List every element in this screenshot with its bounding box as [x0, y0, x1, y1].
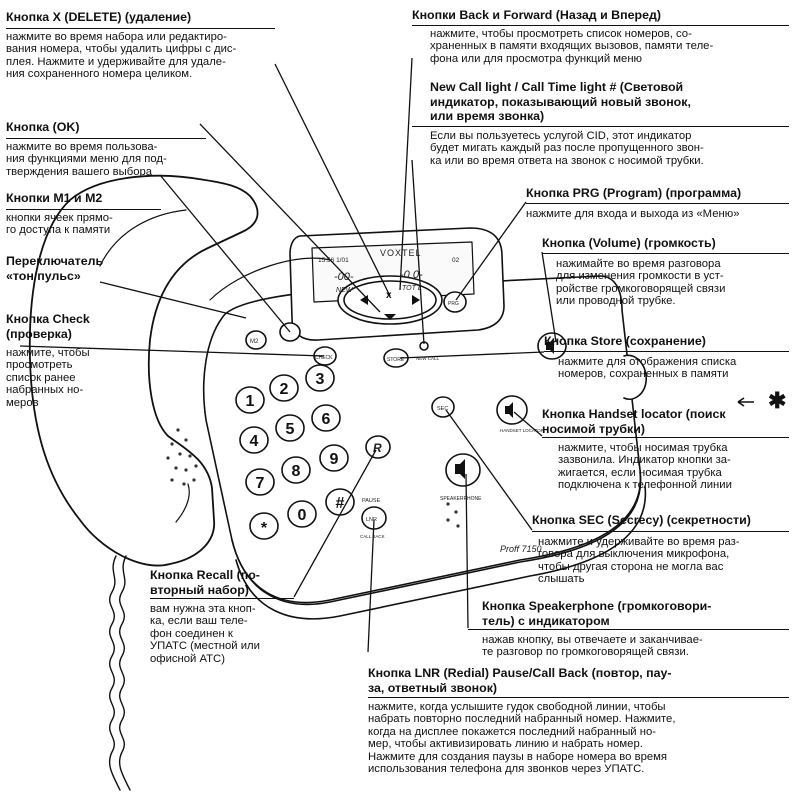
key-8: 8	[292, 463, 301, 480]
prg-title: Кнопка PRG (Program) (программа)	[526, 186, 741, 201]
lnr-label: LNR	[366, 517, 377, 523]
newcall-title: New Call light / Call Time light # (Свет…	[430, 80, 790, 124]
tone-title: Переключатель«тон/пульс»	[6, 254, 206, 283]
delete-rule	[6, 28, 275, 29]
speakerphone-label: SPEAKERPHONE	[440, 496, 482, 502]
key-1: 1	[246, 393, 255, 410]
recall-rule	[150, 598, 294, 599]
backfwd-desc: нажмите, чтобы просмотреть список номеро…	[430, 28, 790, 65]
newcall-desc: Если вы пользуетесь услугой CID, этот ин…	[430, 130, 790, 167]
recall-title: Кнопка Recall (по-вторный набор)	[150, 568, 310, 597]
sec-title: Кнопка SEC (Secrecy) (секретности)	[532, 513, 751, 528]
ok-rule	[6, 138, 206, 139]
key-7: 7	[256, 475, 265, 492]
key-2: 2	[280, 381, 289, 398]
m1m2-title: Кнопки M1 и M2	[6, 191, 102, 206]
key-3: 3	[316, 371, 325, 388]
key-9: 9	[330, 451, 339, 468]
lnr-rule	[368, 697, 789, 698]
key-0: 0	[298, 507, 307, 524]
speaker-title: Кнопка Speakerphone (громкоговори-тель) …	[482, 599, 792, 628]
model-label: Proff 7150	[500, 544, 542, 554]
ok-desc: нажмите во время пользова-ния функциями …	[6, 141, 216, 178]
newcall-rule	[412, 126, 789, 127]
display-total: TOT L	[402, 285, 422, 292]
backfwd-title: Кнопки Back и Forward (Назад и Вперед)	[412, 8, 661, 23]
m1m2-desc: кнопки ячеек прямо-го доступа к памяти	[6, 212, 166, 237]
pause-label: PAUSE	[362, 498, 381, 504]
m1m2-rule	[6, 209, 161, 210]
prg-rule	[526, 203, 789, 204]
check-title: Кнопка Check(проверка)	[6, 312, 206, 341]
asterisk-arrow	[738, 398, 754, 406]
callback-label: CALL BACK	[360, 534, 385, 539]
m2-label: M2	[250, 339, 259, 345]
display-02: 02	[452, 257, 460, 264]
recall-desc: вам нужна эта кноп-ка, если ваш теле- фо…	[150, 603, 300, 665]
delete-x-icon: x	[386, 290, 392, 301]
speaker-desc: нажав кнопку, вы отвечаете и заканчивае-…	[482, 634, 792, 659]
delete-title: Кнопка X (DELETE) (удаление)	[6, 10, 191, 25]
prg-desc: нажмите для входа и выхода из «Меню»	[526, 208, 791, 220]
lnr-desc: нажмите, когда услышите гудок свободной …	[368, 701, 792, 775]
key-4: 4	[250, 433, 259, 450]
backfwd-rule	[412, 25, 789, 26]
ok-title: Кнопка (OK)	[6, 120, 79, 135]
lnr-title: Кнопка LNR (Redial) Pause/Call Back (пов…	[368, 666, 792, 695]
key-5: 5	[286, 421, 295, 438]
coiled-cord	[110, 556, 130, 790]
key-6: 6	[322, 411, 331, 428]
speaker-rule	[468, 629, 789, 630]
sec-desc: нажмите и удерживайте во время раз-говор…	[538, 536, 788, 586]
prg-label: PRG	[448, 301, 459, 307]
delete-desc: нажмите во время набора или редактиро-ва…	[6, 31, 286, 81]
volume-title: Кнопка (Volume) (громкость)	[542, 236, 716, 251]
brand-label: VOXTEL	[380, 248, 422, 258]
store-title: Кнопка Store (сохранение)	[544, 334, 706, 349]
display-new: NEW	[336, 287, 354, 294]
sec-rule	[532, 531, 789, 532]
key-star: *	[261, 520, 268, 537]
volume-rule	[542, 253, 789, 254]
store-rule	[544, 351, 789, 352]
locator-rule	[542, 437, 789, 438]
